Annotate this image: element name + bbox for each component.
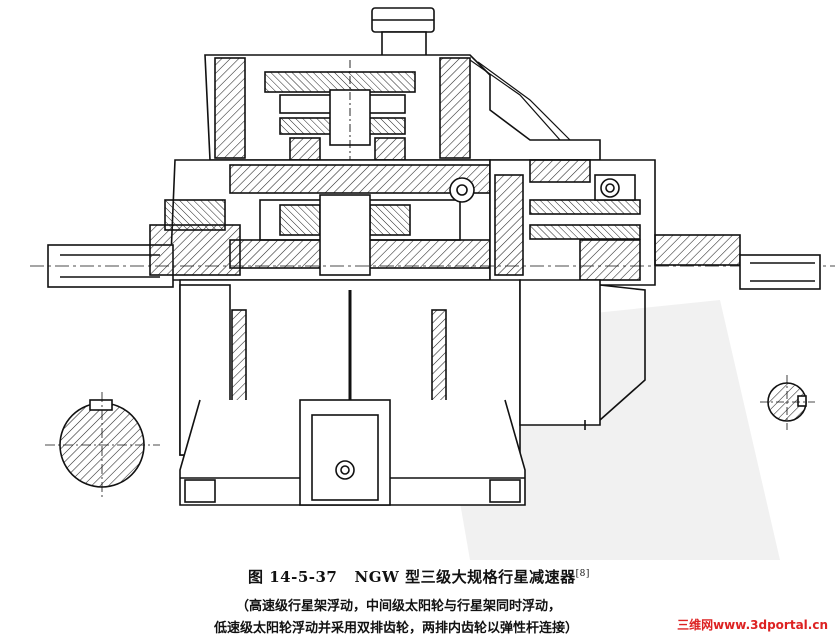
shaft-section-view-right bbox=[760, 375, 815, 430]
caption-line-2: 低速级太阳轮浮动并采用双排齿轮，两排内齿轮以弹性杆连接） bbox=[214, 621, 579, 636]
low-speed-stage bbox=[489, 159, 741, 286]
input-shaft bbox=[30, 199, 835, 288]
upper-housing bbox=[204, 54, 601, 161]
output-shaft bbox=[739, 254, 821, 290]
middle-stage-housing bbox=[169, 159, 491, 281]
figure-reference: [8] bbox=[575, 569, 590, 579]
breather-cap bbox=[371, 7, 435, 63]
site-watermark: 三维网www.3dportal.cn bbox=[674, 615, 831, 634]
reducer-cross-section-drawing bbox=[30, 7, 835, 560]
caption-line-1: （高速级行星架浮动，中间级太阳轮与行星架同时浮动， bbox=[236, 599, 562, 614]
figure-number: 图 14-5-37 bbox=[248, 568, 338, 586]
figure-title: 图 14-5-37 NGW 型三级大规格行星减速器[8] bbox=[248, 566, 590, 587]
shaft-section-view-left bbox=[45, 392, 160, 498]
figure-title-text: NGW 型三级大规格行星减速器 bbox=[354, 568, 576, 586]
right-sump bbox=[519, 279, 646, 430]
base-pedestal bbox=[179, 279, 526, 506]
